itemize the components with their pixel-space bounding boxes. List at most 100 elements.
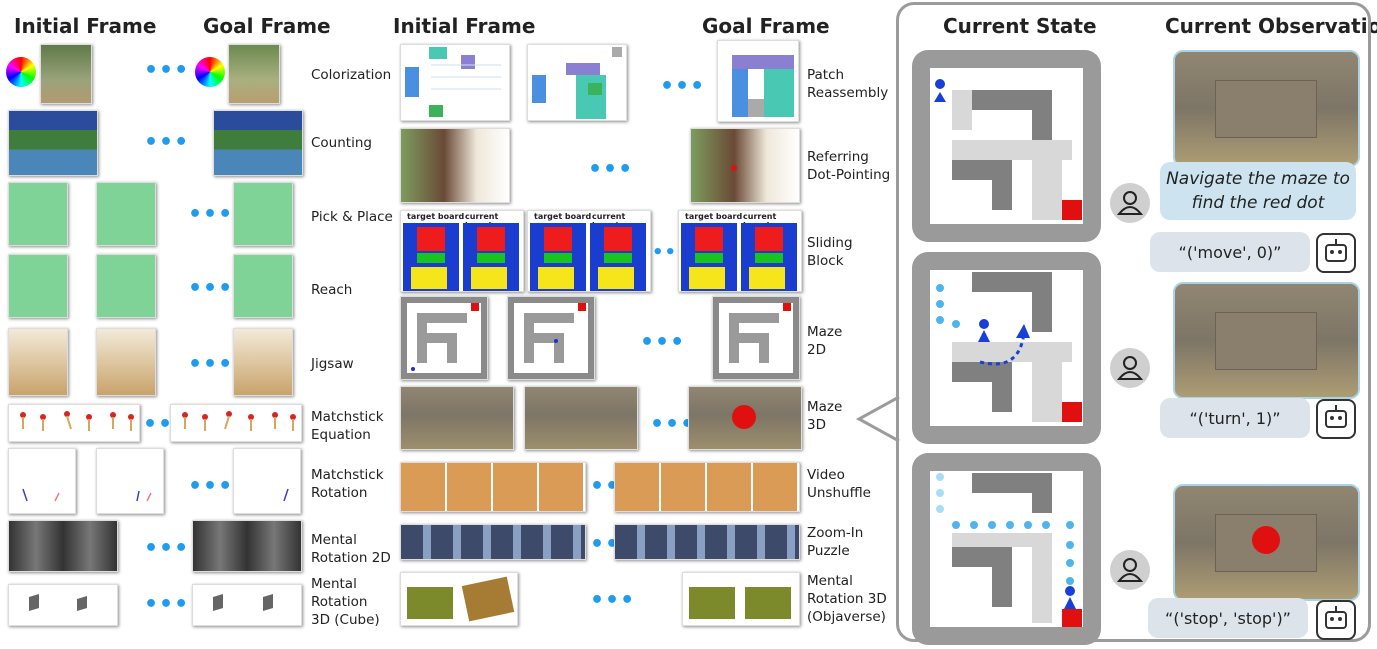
maze-state-2 [912,252,1101,444]
agent-action-bubble-3: “('stop', 'stop')” [1148,598,1308,638]
current-state-header: Current State [943,14,1097,38]
observation-1-image [1173,50,1360,167]
agent-action-bubble-2: “('turn', 1)” [1160,398,1310,438]
robot-agent-icon [1316,233,1356,273]
task-label-matchstick-rotation: Matchstick Rotation [311,467,384,501]
video-unshuffle-initial-thumb [400,462,586,512]
ellipsis: ••• [188,202,234,227]
ellipsis: ••• [590,588,636,613]
maze-3d-rollout-panel [896,2,1371,642]
pickplace-goal-thumb [233,182,293,246]
jigsaw-mid-thumb [96,328,156,396]
reach-initial-thumb [8,254,68,318]
maze2d-initial-thumb [400,296,488,380]
maze3d-goal-thumb [688,386,802,450]
ellipsis: ••• [188,474,234,499]
objaverse-initial-thumb [400,572,518,626]
mental-rotation-3d-cube-initial-thumb [8,584,118,626]
ellipsis: ••• [144,592,190,617]
patch-goal-thumb [717,40,799,122]
ellipsis: ••• [144,58,190,83]
mental-rotation-2d-goal-thumb [192,520,302,572]
mid-goal-frame-header: Goal Frame [702,14,830,38]
task-label-video-unshuffle: Video Unshuffle [807,467,871,501]
mental-rotation-3d-cube-goal-thumb [192,584,302,626]
colorization-goal-thumb [228,44,280,104]
ellipsis: ••• [660,74,706,99]
zoom-in-initial-thumb [400,524,586,560]
reach-mid-thumb [96,254,156,318]
observation-3-image [1173,484,1360,601]
target-dot [731,165,737,171]
task-label-reach: Reach [311,282,353,298]
task-label-mental-rotation-2d: Mental Rotation 2D [311,532,391,566]
target-board-label: target board [685,212,743,221]
color-wheel-icon [6,57,36,87]
task-label-sliding-block: Sliding Block [807,235,853,269]
task-label-mental-rotation-3d-objaverse: Mental Rotation 3D (Objaverse) [807,573,887,625]
red-dot-target [732,405,756,429]
task-label-pick-place: Pick & Place [311,209,393,225]
ellipsis: ••• [650,412,696,437]
ellipsis: ••• [188,276,234,301]
maze3d-initial-thumb [400,386,514,450]
ellipsis: ••• [188,352,234,377]
robot-agent-icon [1316,600,1356,640]
user-avatar-icon [1110,550,1150,590]
matchstick-equation-initial-thumb [8,404,140,442]
matchstick-rotation-goal-thumb [233,448,301,514]
observation-2-image [1173,282,1360,399]
video-unshuffle-goal-thumb [614,462,800,512]
task-label-patch-reassembly: Patch Reassembly [807,67,889,101]
maze2d-goal-thumb [712,296,800,380]
pickplace-mid-thumb [96,182,156,246]
maze2d-mid-thumb [507,296,595,380]
task-label-matchstick-equation: Matchstick Equation [311,409,384,443]
task-label-jigsaw: Jigsaw [311,356,354,372]
task-label-maze-3d: Maze 3D [807,399,843,433]
agent-action-bubble-1: “('move', 0)” [1150,232,1310,272]
target-board-label: target board [407,212,465,221]
target-board-label: target board [534,212,592,221]
task-label-zoom-in-puzzle: Zoom-In Puzzle [807,525,864,559]
callout-pointer [855,395,900,443]
matchstick-rotation-initial-thumb [8,448,76,514]
maze3d-mid-thumb [524,386,638,450]
left-initial-frame-header: Initial Frame [14,14,157,38]
reach-goal-thumb [233,254,293,318]
user-instruction-bubble: Navigate the maze to find the red dot [1160,162,1356,220]
ellipsis: ••• [640,330,686,355]
user-avatar-icon [1110,183,1150,223]
task-label-colorization: Colorization [311,67,392,83]
ellipsis: ••• [588,157,634,182]
pickplace-initial-thumb [8,182,68,246]
left-goal-frame-header: Goal Frame [203,14,331,38]
matchstick-equation-goal-thumb [170,404,302,442]
user-avatar-icon [1110,348,1150,388]
color-wheel-icon [195,57,225,87]
jigsaw-initial-thumb [8,328,68,396]
referring-goal-thumb [690,128,800,203]
maze-state-1 [912,50,1101,242]
current-observation-header: Current Observation [1165,14,1377,38]
sliding-mid-thumb: target board current board [527,210,651,292]
sliding-initial-thumb: target board current board [400,210,524,292]
objaverse-goal-thumb [682,572,800,626]
task-label-referring-dot-pointing: Referring Dot-Pointing [807,149,891,183]
jigsaw-goal-thumb [233,328,293,396]
mid-initial-frame-header: Initial Frame [393,14,536,38]
ellipsis: ••• [144,536,190,561]
patch-initial-thumb [400,44,510,121]
task-label-counting: Counting [311,135,372,151]
referring-initial-thumb [400,128,510,203]
mental-rotation-2d-initial-thumb [8,520,118,572]
colorization-initial-thumb [40,44,92,104]
red-dot-observed [1252,526,1280,554]
counting-goal-thumb [213,110,303,176]
counting-initial-thumb [8,110,98,176]
zoom-in-goal-thumb [614,524,800,560]
task-label-mental-rotation-3d-cube: Mental Rotation 3D (Cube) [311,576,380,628]
task-label-maze-2d: Maze 2D [807,324,843,358]
patch-mid-thumb [527,44,627,121]
matchstick-rotation-mid-thumb [96,448,164,514]
